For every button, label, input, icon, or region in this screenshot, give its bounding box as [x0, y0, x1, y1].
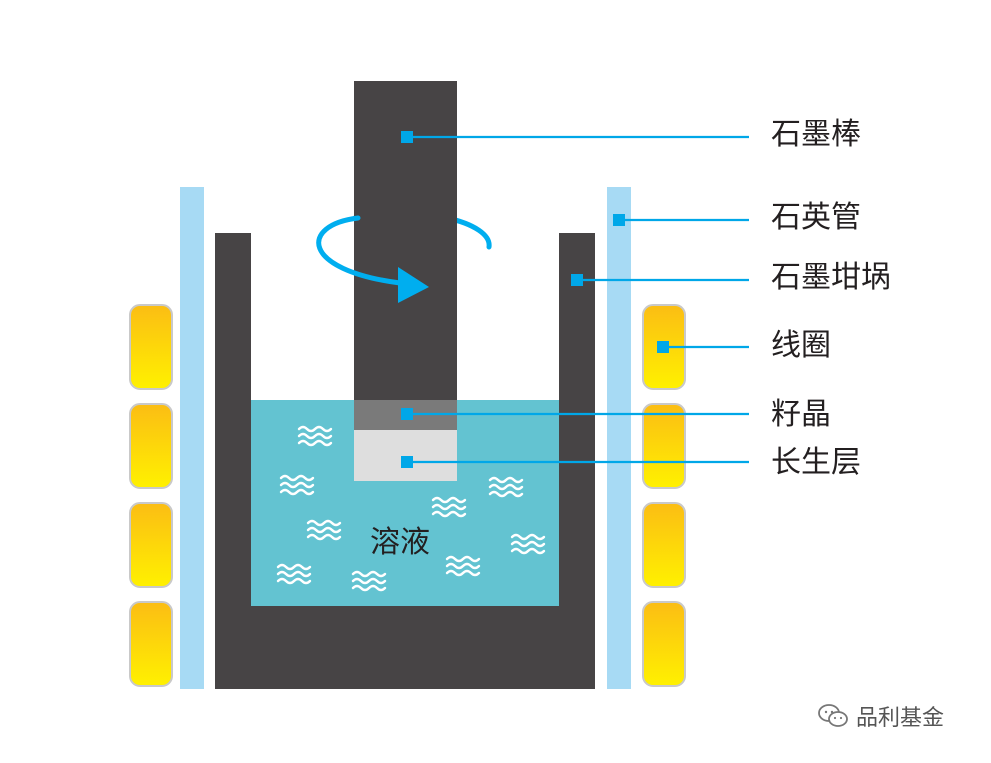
- rotation-arrow-front: [316, 215, 403, 286]
- rotation-arrowhead: [398, 267, 429, 303]
- label-solution: 溶液: [370, 525, 430, 560]
- quartz-tube-right: [607, 187, 631, 689]
- watermark-text: 品利基金: [856, 706, 945, 731]
- leader-lines: [407, 135, 749, 464]
- watermark: 品利基金: [818, 700, 944, 732]
- coil-left: [129, 304, 173, 687]
- quartz-tube-left: [180, 187, 204, 689]
- coil-right: [642, 304, 686, 687]
- graphite-crucible: [215, 233, 595, 689]
- label-quartz-tube: 石英管: [771, 200, 861, 235]
- leader-markers: [401, 131, 669, 468]
- growth-layer: [354, 430, 457, 481]
- label-growth-layer: 长生层: [771, 445, 861, 480]
- label-seed-crystal: 籽晶: [771, 397, 831, 432]
- wechat-icon: [818, 704, 848, 727]
- label-graphite-crucible: 石墨坩埚: [771, 260, 891, 295]
- label-graphite-rod: 石墨棒: [771, 117, 861, 152]
- label-coil: 线圈: [771, 328, 831, 363]
- graphite-rod: [354, 81, 457, 400]
